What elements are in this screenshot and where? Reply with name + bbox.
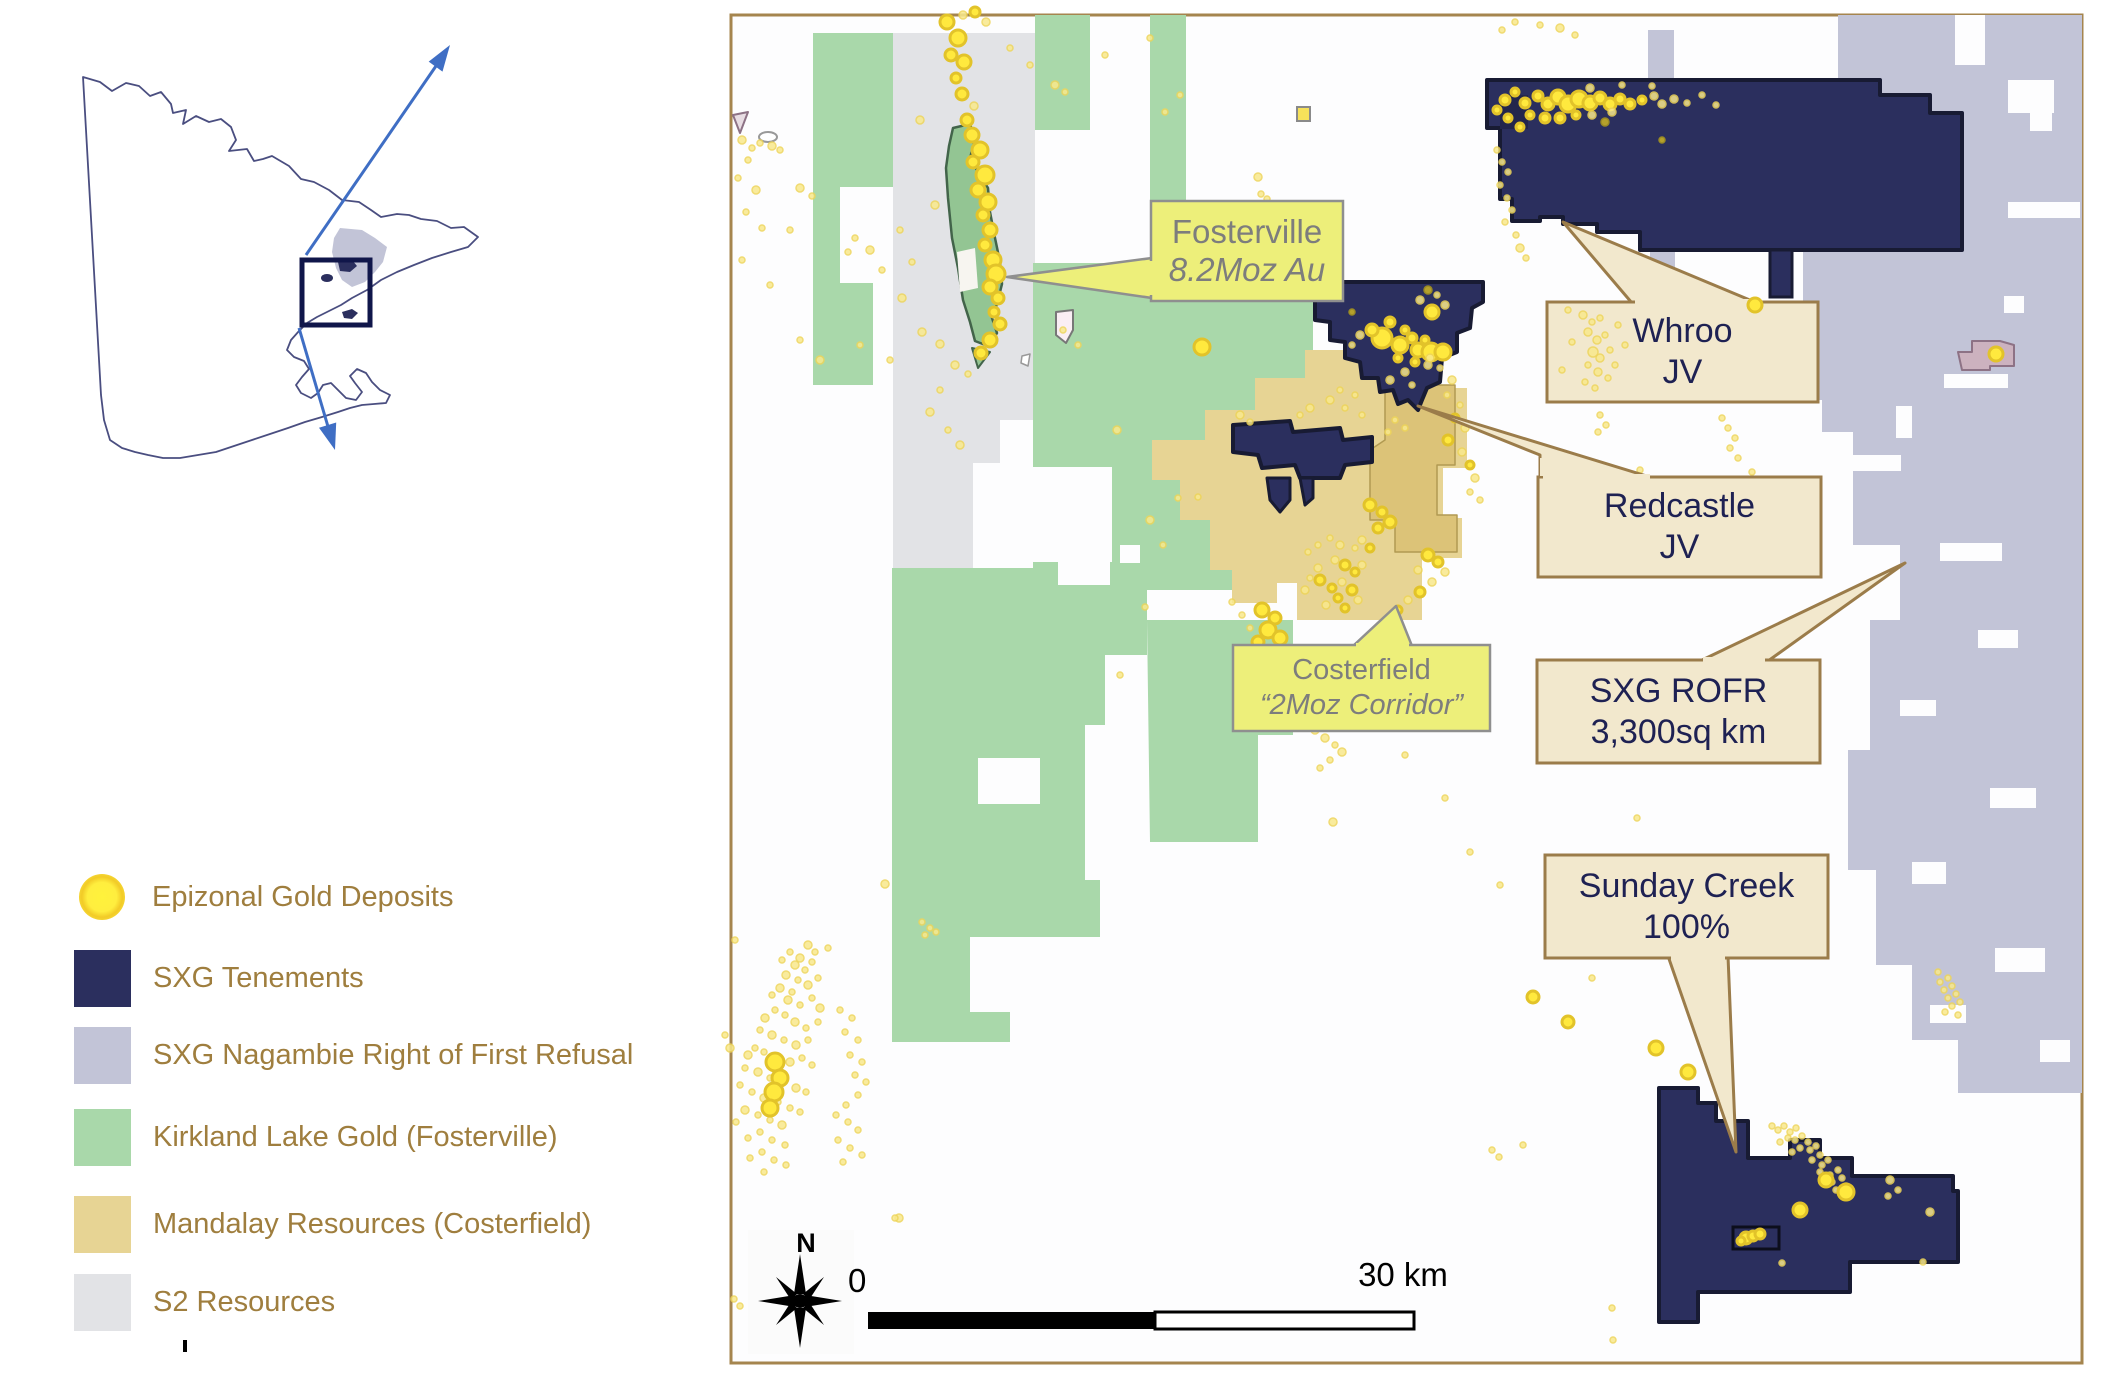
callout-sunday-creek: [1543, 853, 1830, 1154]
callout-fosterville: [1005, 199, 1345, 303]
callout-redcastle: [1416, 404, 1823, 579]
legend-item-sxg-nagambie-rofr: SXG Nagambie Right of First Refusal: [74, 1026, 633, 1084]
legend-item-epizonal-gold-deposits: Epizonal Gold Deposits: [74, 868, 453, 926]
region-nagambie-rofr: [1648, 15, 2082, 1093]
legend-label-mandalay-resources: Mandalay Resources (Costerfield): [153, 1207, 592, 1240]
callout-sxg-rofr-box: [1535, 658, 1822, 765]
inset-extent-box: [299, 257, 373, 328]
legend-swatch-kirkland-lake-gold: [74, 1108, 131, 1166]
legend-swatch-mandalay-resources: [74, 1195, 131, 1253]
gold-deposit-dots: [721, 5, 2005, 1344]
legend-item-sxg-tenements: SXG Tenements: [74, 949, 364, 1007]
compass-rose: [748, 1230, 854, 1354]
callout-sunday-creek-box: [1543, 853, 1830, 960]
callout-sxg-rofr: [1535, 561, 1907, 765]
callout-costerfield-box: [1231, 643, 1492, 733]
gold-deposit-dots-over-callout: [1558, 296, 1764, 392]
legend-item-s2-resources: S2 Resources: [74, 1273, 335, 1331]
callout-redcastle-box: [1536, 475, 1823, 579]
scale-bar: [868, 1310, 1416, 1331]
legend-label-epizonal-gold-deposits: Epizonal Gold Deposits: [152, 880, 454, 913]
callout-fosterville-box: [1149, 199, 1345, 303]
victoria-outline: [82, 76, 479, 459]
legend-label-s2-resources: S2 Resources: [153, 1285, 336, 1318]
small-parcels: [732, 106, 1311, 367]
legend-swatch-sxg-nagambie-rofr: [74, 1026, 131, 1084]
legend-label-sxg-nagambie-rofr: SXG Nagambie Right of First Refusal: [153, 1038, 634, 1071]
callout-shapes: [1005, 199, 1907, 1154]
legend-swatch-sxg-tenements: [74, 949, 131, 1007]
legend-item-mandalay-resources: Mandalay Resources (Costerfield): [74, 1195, 591, 1253]
legend-item-kirkland-lake-gold: Kirkland Lake Gold (Fosterville): [74, 1108, 558, 1166]
legend-tick: [183, 1340, 187, 1352]
inset-arrows: [297, 45, 450, 450]
legend-label-sxg-tenements: SXG Tenements: [153, 961, 364, 994]
legend-label-kirkland-lake-gold: Kirkland Lake Gold (Fosterville): [153, 1120, 558, 1153]
victoria-inset: [82, 76, 479, 459]
legend-swatch-s2-resources: [74, 1273, 131, 1331]
callout-costerfield: [1231, 604, 1492, 733]
gold-deposit-dot-icon: [79, 874, 125, 920]
